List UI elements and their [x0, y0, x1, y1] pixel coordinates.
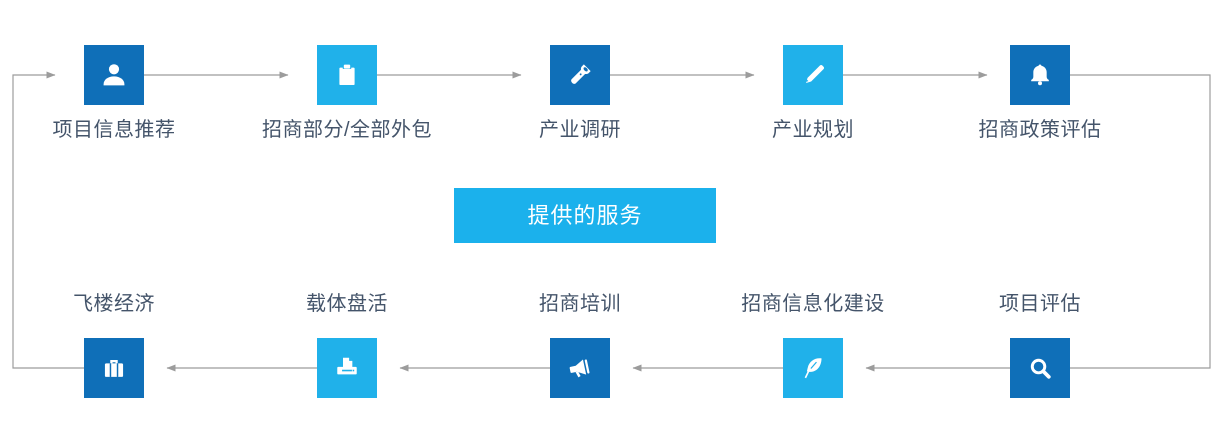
- node-label: 产业规划: [772, 119, 854, 141]
- node-investment-training: 招商培训: [460, 291, 700, 398]
- node-outsourcing: 招商部分/全部外包: [227, 45, 467, 143]
- printer-icon: [317, 338, 377, 398]
- node-project-evaluation: 项目评估: [920, 291, 1160, 398]
- user-icon: [84, 45, 144, 105]
- node-label: 载体盘活: [306, 293, 388, 315]
- node-label: 招商政策评估: [978, 119, 1102, 141]
- briefcase-icon: [84, 338, 144, 398]
- feather-icon: [783, 338, 843, 398]
- loop-connector-right: [1070, 74, 1211, 369]
- loop-connector-left: [12, 71, 84, 369]
- pencil-icon: [783, 45, 843, 105]
- clipboard-icon: [317, 45, 377, 105]
- node-label: 招商培训: [539, 293, 621, 315]
- node-industry-planning: 产业规划: [693, 45, 933, 143]
- node-label: 产业调研: [539, 119, 621, 141]
- node-feilou-economy: 飞楼经济: [0, 291, 234, 398]
- flashlight-icon: [550, 45, 610, 105]
- node-industry-research: 产业调研: [460, 45, 700, 143]
- node-label: 飞楼经济: [73, 293, 155, 315]
- node-label: 招商信息化建设: [741, 293, 885, 315]
- node-informatization: 招商信息化建设: [693, 291, 933, 398]
- bell-icon: [1010, 45, 1070, 105]
- node-carrier-revitalization: 载体盘活: [227, 291, 467, 398]
- node-policy-evaluation: 招商政策评估: [920, 45, 1160, 143]
- services-banner: 提供的服务: [454, 188, 716, 243]
- search-icon: [1010, 338, 1070, 398]
- megaphone-icon: [550, 338, 610, 398]
- node-label: 招商部分/全部外包: [261, 119, 433, 141]
- node-label: 项目评估: [999, 293, 1081, 315]
- node-project-info-recommendation: 项目信息推荐: [0, 45, 234, 143]
- node-label: 项目信息推荐: [52, 119, 176, 141]
